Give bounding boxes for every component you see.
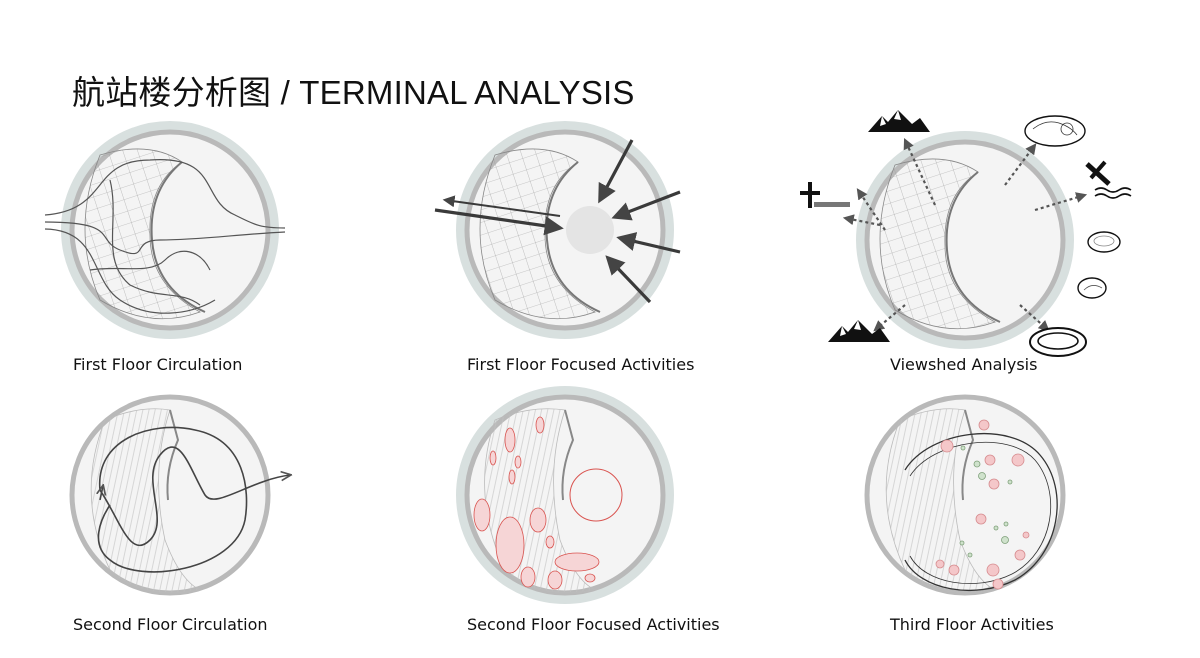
diagram-first-floor-circulation [44, 121, 286, 339]
mountain-icon [828, 320, 890, 342]
lake-icon [1024, 115, 1086, 147]
pond-icon [1087, 231, 1121, 253]
diagram-second-floor-focused [456, 386, 674, 604]
caption-third-floor: Third Floor Activities [890, 615, 1054, 634]
page-title: 航站楼分析图 / TERMINAL ANALYSIS [72, 74, 635, 111]
caption-first-floor-focused: First Floor Focused Activities [467, 355, 695, 374]
diagram-second-floor-circulation [69, 394, 290, 596]
diagram-third-floor [864, 394, 1066, 596]
diagram-viewshed [800, 110, 1132, 357]
pond-icon [1077, 277, 1107, 299]
airplane-icon [800, 182, 850, 208]
mountain-icon [868, 110, 930, 132]
caption-viewshed: Viewshed Analysis [890, 355, 1038, 374]
seaplane-icon [1085, 160, 1132, 199]
ring-icon [1029, 327, 1087, 357]
diagram-first-floor-focused [434, 121, 681, 339]
caption-second-floor-focused: Second Floor Focused Activities [467, 615, 720, 634]
caption-second-floor-circulation: Second Floor Circulation [73, 615, 268, 634]
caption-first-floor-circulation: First Floor Circulation [73, 355, 243, 374]
